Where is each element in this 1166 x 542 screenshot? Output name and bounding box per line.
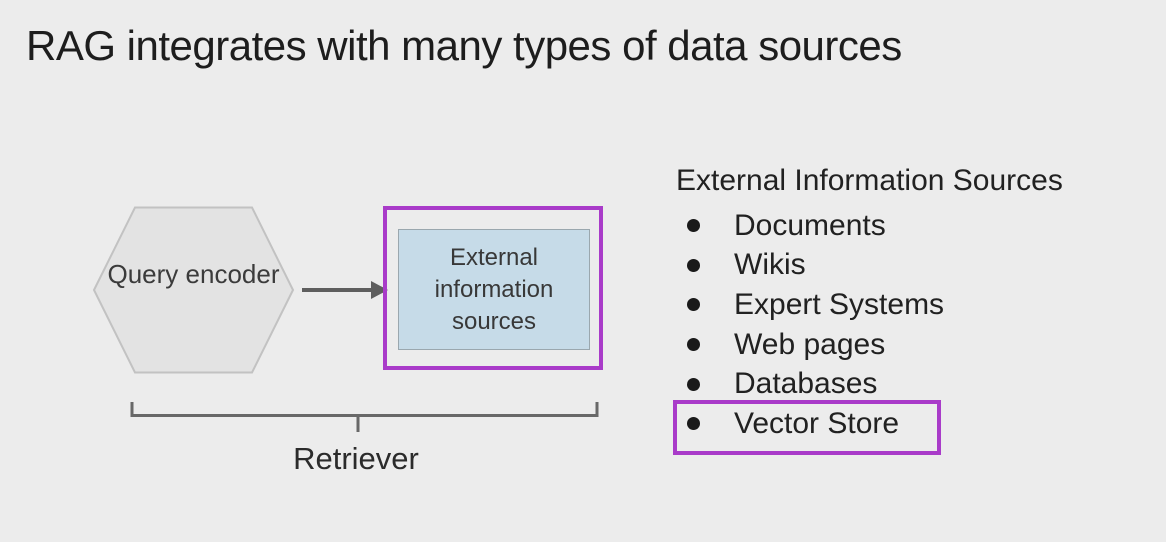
external-sources-box: External information sources xyxy=(398,229,590,350)
list-item-label: Vector Store xyxy=(734,406,900,440)
list-item-web-pages: Web pages xyxy=(676,325,1116,365)
sources-list: Documents Wikis Expert Systems Web pages… xyxy=(673,206,1116,455)
bullet-icon xyxy=(687,417,700,431)
arrow-right-icon xyxy=(302,281,388,299)
list-item-label: Web pages xyxy=(734,327,886,361)
query-encoder-label: Query encoder xyxy=(107,259,280,289)
retriever-bracket xyxy=(130,402,599,432)
bullet-icon xyxy=(687,298,700,312)
list-item-label: Expert Systems xyxy=(734,287,945,321)
external-sources-highlight-box xyxy=(383,206,603,370)
slide-title: RAG integrates with many types of data s… xyxy=(26,22,902,69)
list-item-vector-store: Vector Store xyxy=(673,400,1116,455)
list-item-label: Wikis xyxy=(734,248,806,282)
sources-panel-heading: External Information Sources xyxy=(676,164,1063,197)
bullet-icon xyxy=(687,377,700,391)
list-item-wikis: Wikis xyxy=(676,246,1116,286)
list-item-documents: Documents xyxy=(676,206,1116,246)
list-item-expert-systems: Expert Systems xyxy=(676,285,1116,325)
hexagon-shape xyxy=(92,206,295,374)
bullet-icon xyxy=(687,258,700,272)
bullet-icon xyxy=(687,219,700,233)
bullet-icon xyxy=(687,338,700,352)
list-item-label: Documents xyxy=(734,208,886,242)
external-sources-box-label: External information sources xyxy=(434,243,554,335)
list-item-label: Databases xyxy=(734,367,878,401)
list-item-databases: Databases xyxy=(676,364,1116,404)
retriever-label: Retriever xyxy=(293,441,419,476)
